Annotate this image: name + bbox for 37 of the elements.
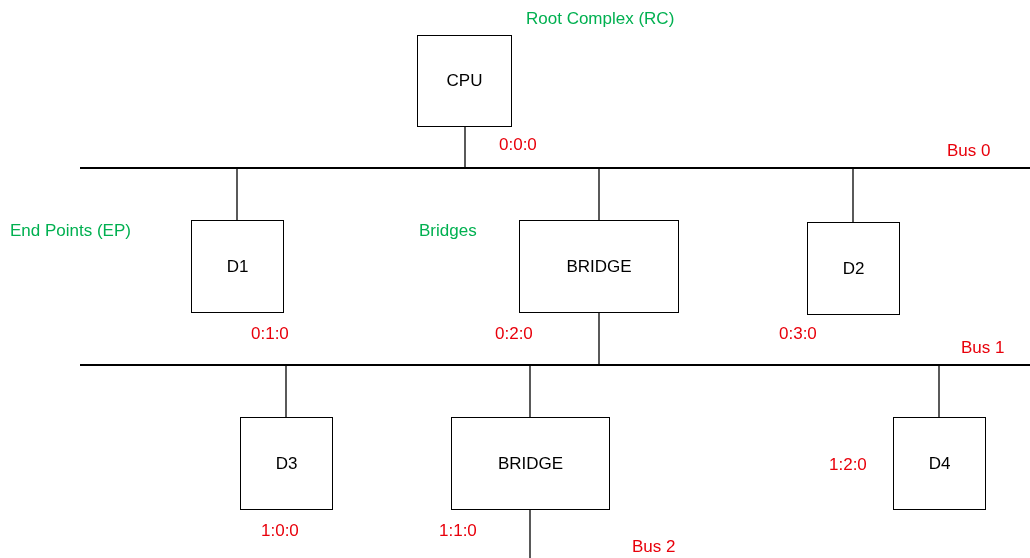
address-label: 0:2:0 <box>495 324 533 344</box>
bus-label: Bus 0 <box>947 141 991 161</box>
device-box <box>417 35 512 127</box>
connector-line <box>236 168 238 221</box>
address-label: 0:0:0 <box>499 135 537 155</box>
device-box <box>240 417 333 510</box>
connector-line <box>285 365 287 418</box>
address-label: 1:2:0 <box>829 455 867 475</box>
connector-line <box>529 509 531 558</box>
connector-line <box>938 365 940 418</box>
device-box <box>451 417 610 510</box>
connector-line <box>529 365 531 418</box>
group-label: End Points (EP) <box>10 221 131 241</box>
device-box <box>807 222 900 315</box>
group-label: Bridges <box>419 221 477 241</box>
box-label: BRIDGE <box>497 453 564 474</box>
address-label: 0:1:0 <box>251 324 289 344</box>
connector-line <box>464 126 466 168</box>
box-label: CPU <box>446 71 483 91</box>
device-box <box>893 417 986 510</box>
address-label: 0:3:0 <box>779 324 817 344</box>
address-label: Bus 2 <box>632 537 676 557</box>
connector-line <box>598 312 600 365</box>
box-label: D3 <box>275 453 298 474</box>
box-label: BRIDGE <box>566 256 632 277</box>
group-label: Root Complex (RC) <box>526 9 675 29</box>
box-label: D4 <box>928 453 951 474</box>
bus-label: Bus 1 <box>961 338 1005 358</box>
bus-line <box>80 338 1030 366</box>
device-box <box>519 220 679 313</box>
box-label: D1 <box>226 256 249 277</box>
box-label: D2 <box>842 258 865 279</box>
address-label: 1:1:0 <box>439 521 477 541</box>
connector-line <box>598 168 600 221</box>
connector-line <box>852 168 854 223</box>
address-label: 1:0:0 <box>261 521 299 541</box>
device-box <box>191 220 284 313</box>
